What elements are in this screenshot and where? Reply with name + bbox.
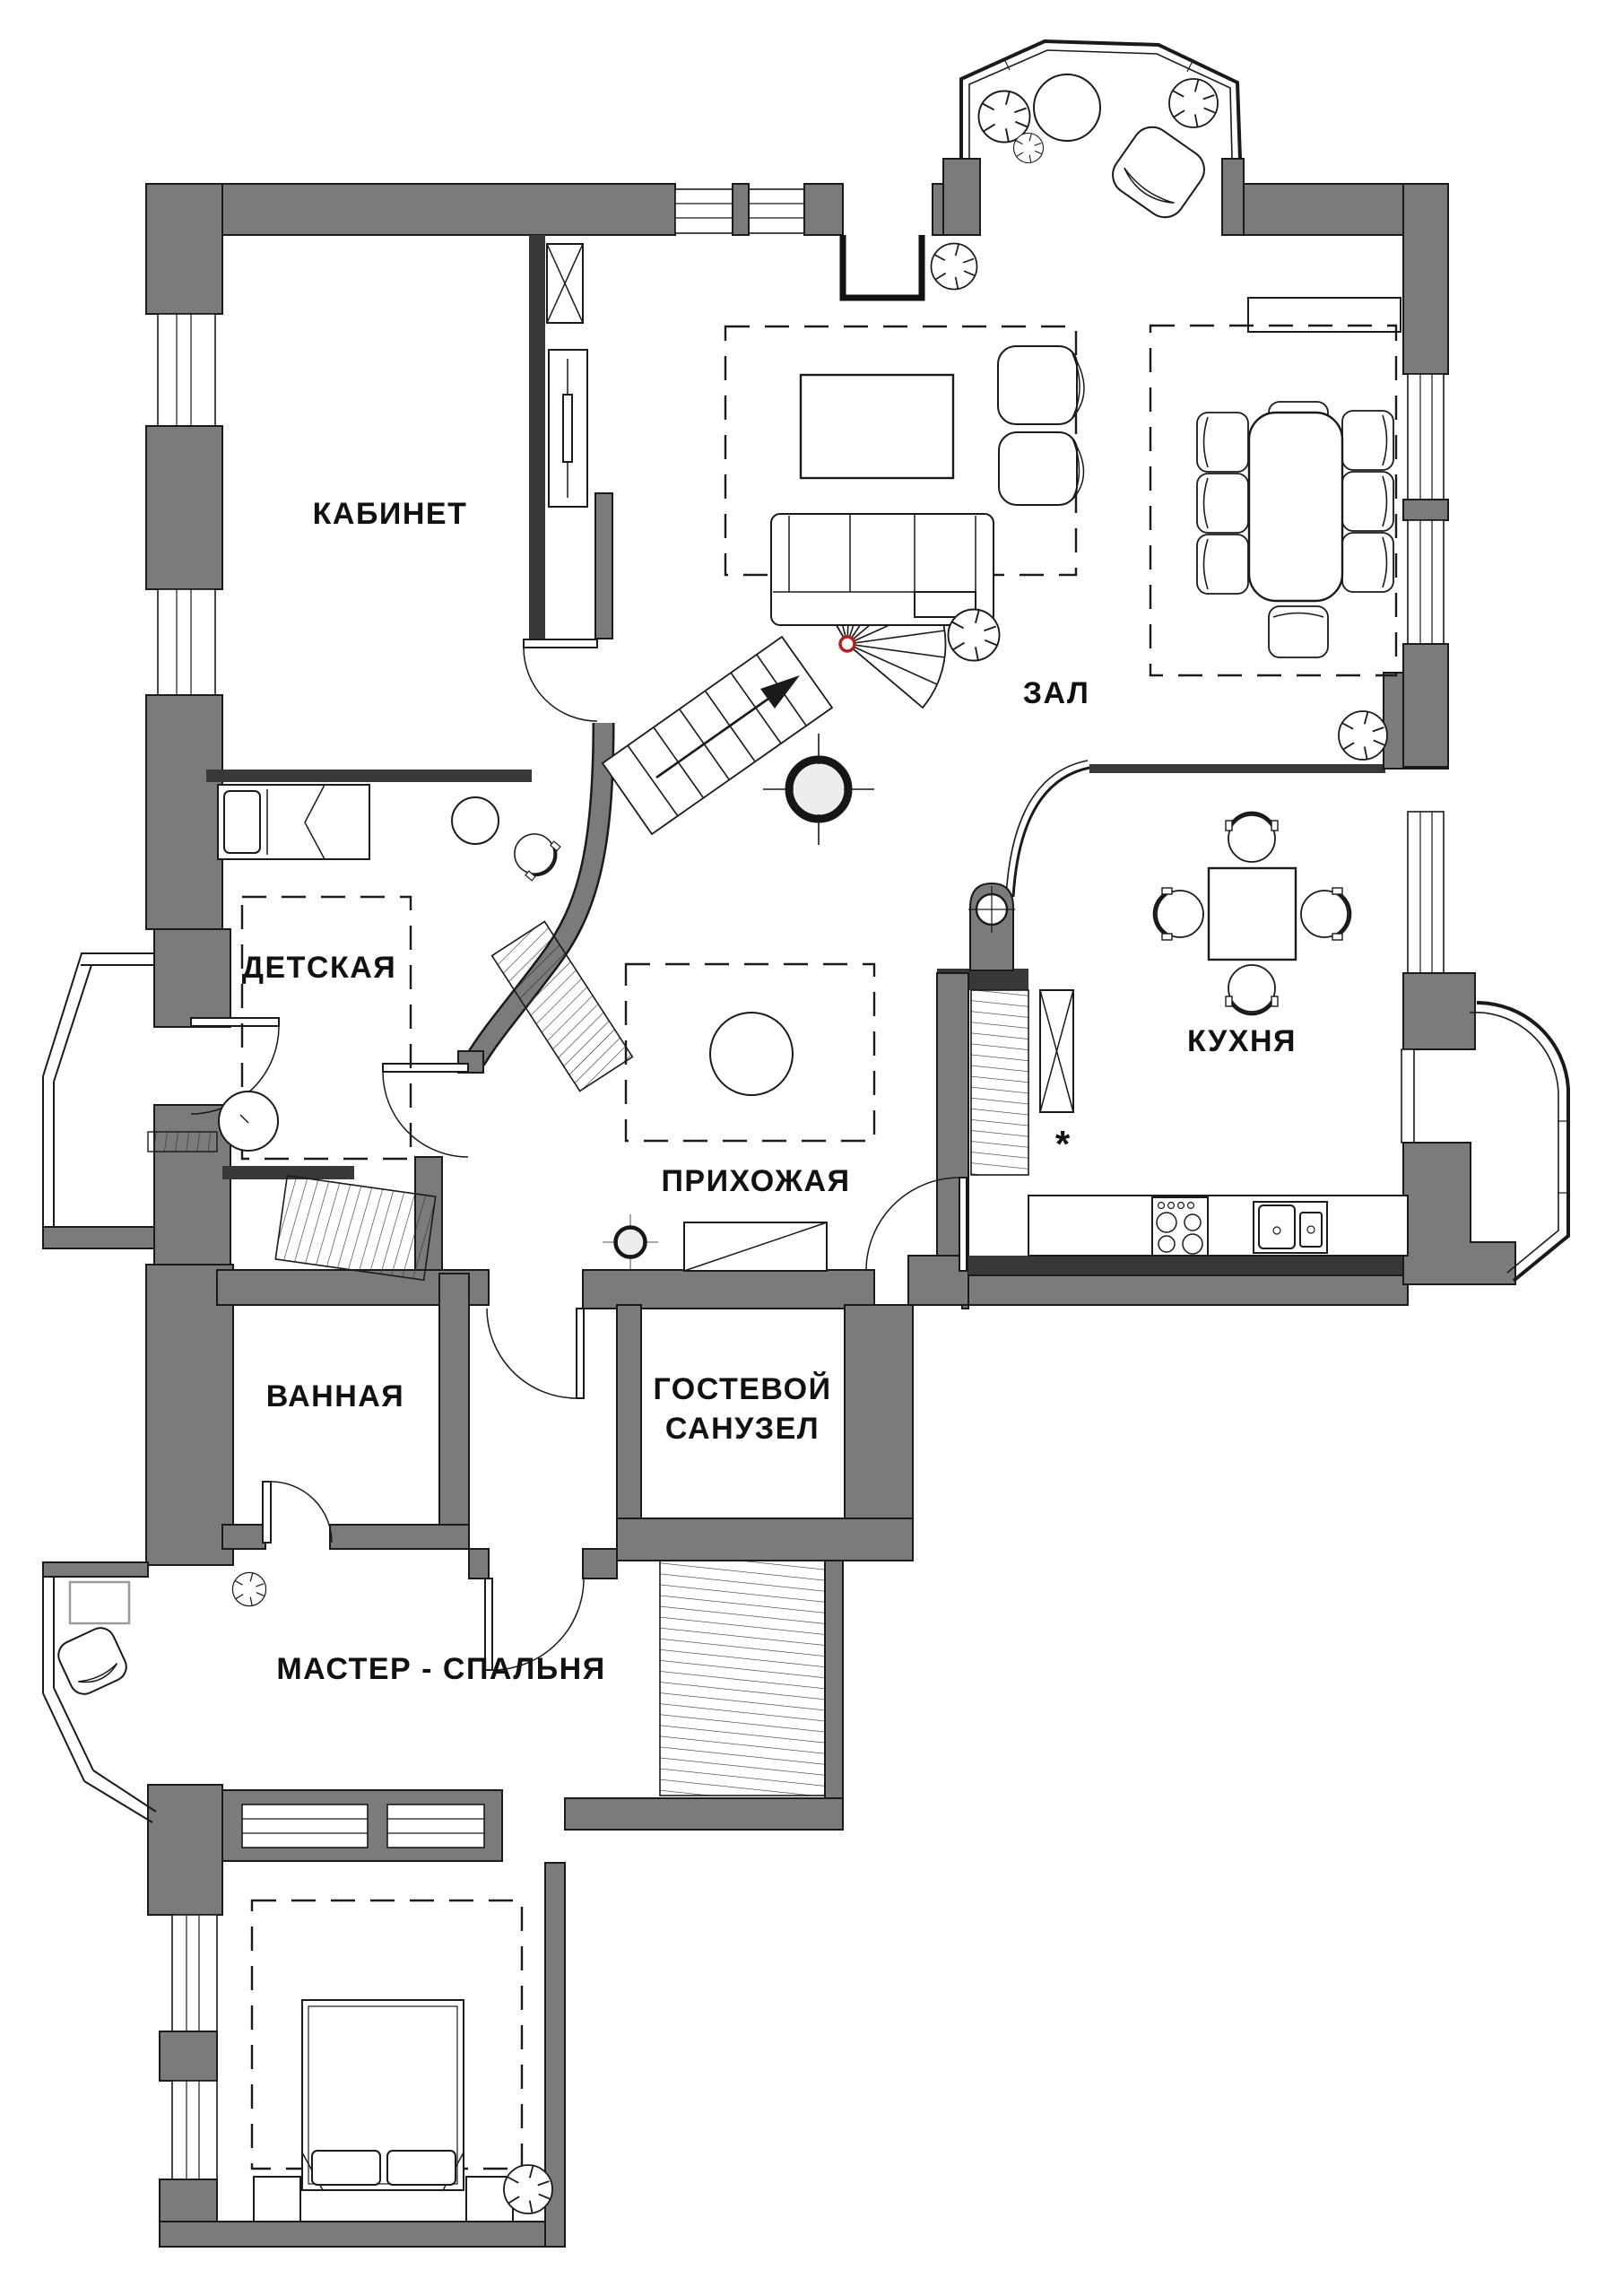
room-label-office: КАБИНЕТ — [313, 497, 468, 531]
tall-cabinet — [548, 349, 588, 508]
dining-table — [1247, 411, 1344, 603]
chair-icon — [503, 822, 567, 886]
nursery-hall-door — [382, 1063, 469, 1158]
master-bay-window — [42, 1577, 157, 1823]
plant-icon — [231, 1571, 267, 1607]
double-bed — [301, 1999, 464, 2191]
corridor-door — [486, 1308, 585, 1399]
sofa — [770, 513, 994, 626]
round-table — [218, 1091, 279, 1152]
office-interior — [546, 243, 588, 508]
armchair — [997, 345, 1085, 425]
balcony-table — [1033, 74, 1101, 142]
room-label-entry: ПРИХОЖАЯ — [661, 1164, 850, 1198]
entry-interior — [274, 962, 876, 1282]
radiator — [147, 1131, 218, 1152]
console-mirror — [683, 1222, 828, 1272]
room-label-bathroom: ВАННАЯ — [266, 1379, 405, 1413]
kitchen-table — [1207, 866, 1297, 961]
office-door — [523, 639, 598, 722]
room-label-nursery: ДЕТСКАЯ — [242, 951, 396, 985]
bedroom-partition — [221, 1789, 503, 1862]
nursery-interior — [147, 784, 634, 1161]
plant-icon — [930, 242, 978, 291]
pendant-light-icon — [603, 1214, 658, 1270]
sideboard — [1247, 297, 1401, 333]
top-wall-window — [674, 183, 805, 236]
plant-icon — [503, 2164, 553, 2214]
room-labels: КАБИНЕТ ЗАЛ ДЕТСКАЯ ПРИХОЖАЯ КУХНЯ ВАННА… — [242, 497, 1297, 1686]
kitchen-curved-wall — [968, 760, 1090, 971]
dining-rug — [1149, 324, 1398, 677]
stair-newel-accent — [838, 635, 856, 653]
stove — [1151, 1196, 1209, 1257]
plant-icon — [1338, 710, 1388, 761]
nursery-rug — [240, 895, 412, 1161]
vent-shaft-x-icon — [1039, 989, 1074, 1113]
wardrobe-hatched-icon — [490, 920, 634, 1092]
guest-wc-door — [865, 1177, 968, 1272]
wardrobe-hatched-icon — [970, 989, 1029, 1176]
nursery-bay-window — [42, 952, 155, 1249]
master-sitting-area — [57, 1580, 131, 1695]
kitchen-niche-marker: * — [1055, 1123, 1071, 1165]
bedroom-interior — [250, 1899, 553, 2222]
stair-direction-arrow — [760, 675, 800, 709]
top-bay-window — [959, 39, 1242, 160]
plant-icon — [1168, 78, 1219, 128]
kitchen-table-set — [1152, 811, 1352, 1016]
room-label-hall: ЗАЛ — [1023, 676, 1090, 710]
plant-icon — [1012, 132, 1045, 164]
walls — [42, 39, 1570, 2248]
tv-unit — [68, 1580, 131, 1625]
top-bay-balcony — [930, 74, 1219, 291]
vent-shaft-x-icon — [546, 243, 584, 324]
kitchen-bay — [1401, 972, 1570, 1285]
dining-area — [1149, 324, 1398, 677]
nursery-bay-door — [190, 1017, 280, 1115]
wardrobe-hatched-icon — [659, 1560, 826, 1796]
hall-right-wall — [1402, 373, 1449, 974]
sink — [1253, 1201, 1328, 1254]
entry-rug — [624, 962, 876, 1143]
room-label-guest-wc-2: САНУЗЕЛ — [665, 1412, 820, 1446]
pendant-light-icon — [763, 734, 874, 845]
armchair — [998, 431, 1085, 506]
office-left-wall — [145, 313, 223, 930]
balcony-armchair — [1112, 126, 1205, 219]
room-label-guest-wc-1: ГОСТЕВОЙ — [653, 1371, 831, 1406]
room-label-kitchen: КУХНЯ — [1187, 1024, 1297, 1058]
coffee-table — [799, 373, 955, 480]
bedroom-left-wall — [159, 1914, 218, 2248]
plant-icon — [947, 608, 1001, 662]
armchair — [57, 1627, 127, 1695]
bathroom-door — [262, 1481, 333, 1544]
kitchen-interior: * — [970, 710, 1409, 1257]
wardrobe-hatched-icon — [274, 1175, 437, 1282]
master-door — [484, 1578, 585, 1671]
doors — [190, 235, 968, 1671]
balcony-door-threshold — [839, 235, 925, 301]
room-label-master: МАСТЕР - СПАЛЬНЯ — [276, 1652, 605, 1686]
pouf — [709, 1012, 794, 1096]
living-area — [724, 297, 1401, 845]
kitchen-counter — [1028, 1195, 1409, 1257]
nursery-bed — [217, 784, 370, 860]
desk-round — [451, 796, 499, 845]
nightstand — [253, 2176, 301, 2222]
